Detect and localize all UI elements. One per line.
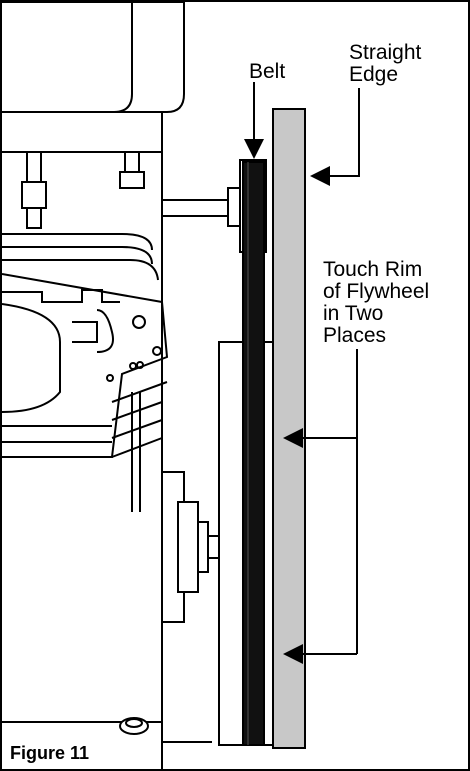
engine-body <box>2 2 212 769</box>
straight-edge <box>272 108 306 749</box>
straight-edge-label: Straight Edge <box>349 41 422 86</box>
straight-edge-leader-line <box>310 88 360 186</box>
figure-caption: Figure 11 <box>10 743 90 763</box>
fitting-right <box>119 151 145 189</box>
fitting-left <box>21 151 47 229</box>
belt <box>242 161 265 746</box>
compressor-cylinder <box>2 233 169 512</box>
mounting-bolt <box>119 717 149 735</box>
touch-rim-label: Touch Rim of Flywheel in Two Places <box>323 258 430 347</box>
belt-label: Belt <box>249 60 286 83</box>
lower-pulley <box>161 471 221 623</box>
